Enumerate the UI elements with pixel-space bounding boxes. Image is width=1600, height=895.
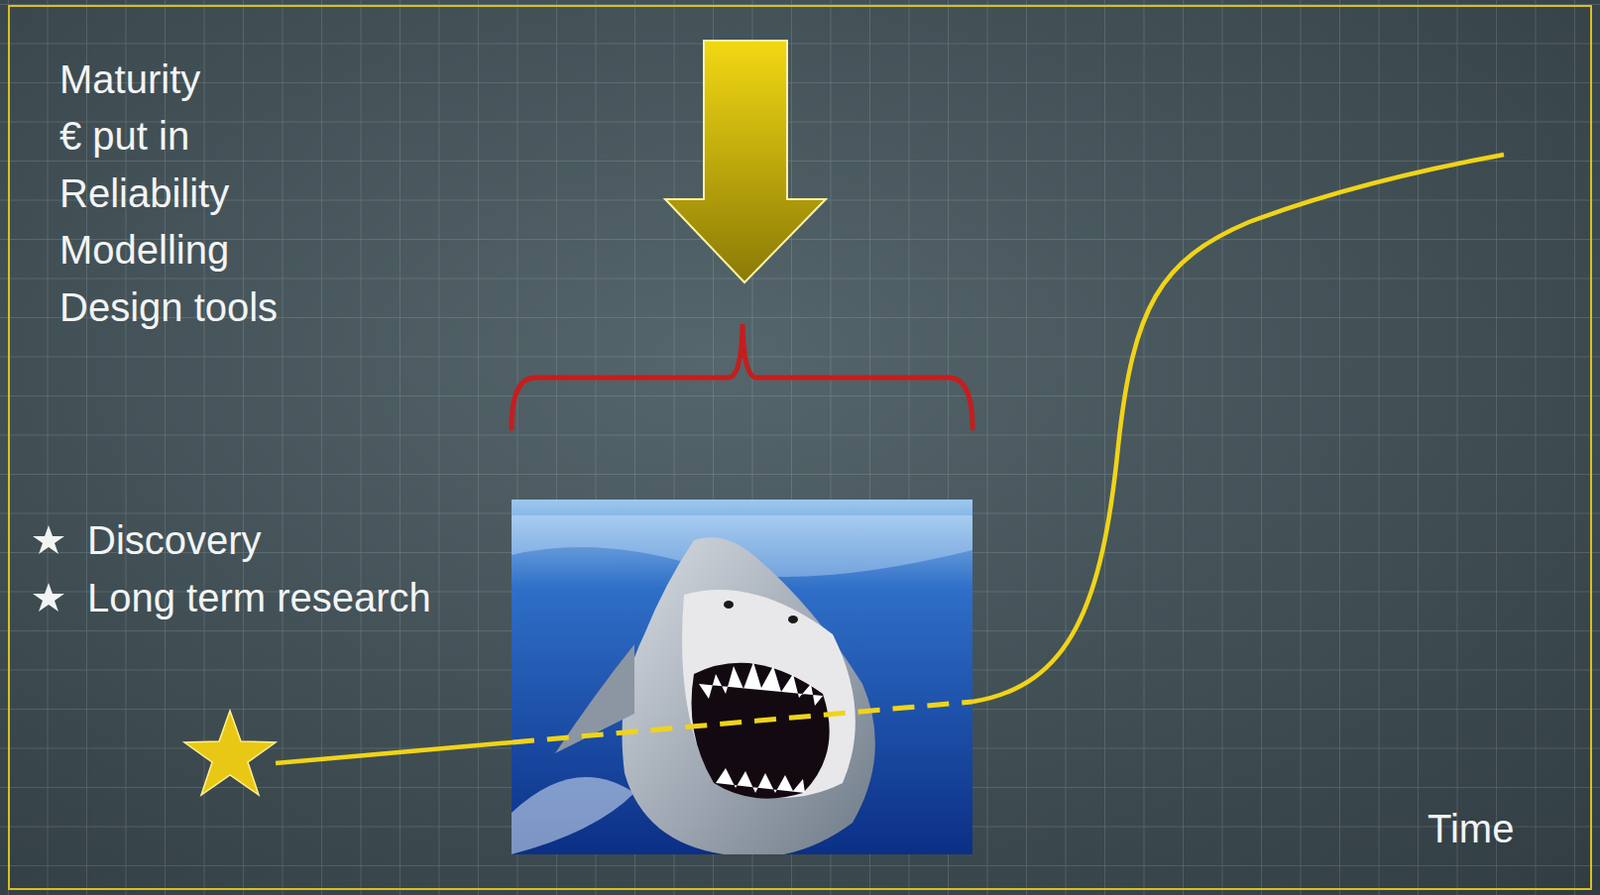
bullet-star [32, 582, 65, 612]
maturity-curve [972, 154, 1504, 702]
curly-bracket [511, 324, 973, 429]
axis-label: Modelling [59, 226, 229, 274]
maturity-curve-dashed [512, 701, 973, 743]
slide-frame [8, 5, 1592, 890]
bullet-text: Long term research [87, 573, 432, 622]
axis-label: Time [1427, 804, 1514, 853]
maturity-curve [275, 742, 513, 764]
axis-label: € put in [59, 112, 190, 160]
axis-label: Maturity [59, 55, 201, 104]
shark-photo [511, 499, 973, 855]
bullet-star [32, 525, 65, 555]
down-arrow [665, 40, 826, 283]
bullet-text: Discovery [87, 516, 262, 565]
discovery-star [184, 710, 276, 796]
axis-label: Reliability [59, 169, 229, 218]
axis-label: Design tools [59, 283, 278, 332]
